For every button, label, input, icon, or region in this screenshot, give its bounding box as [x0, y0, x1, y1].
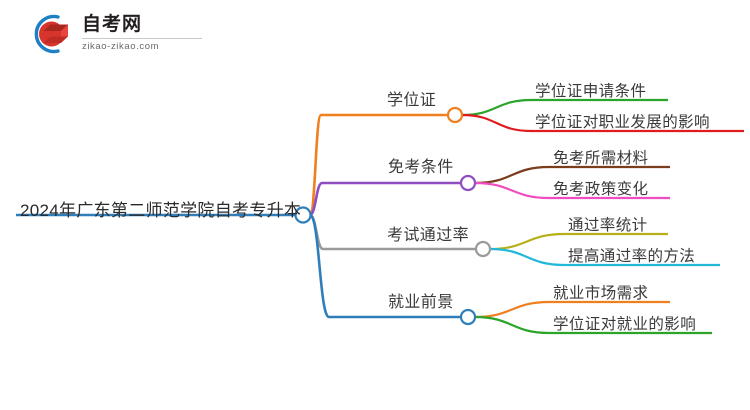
logo-divider	[82, 38, 202, 39]
branch-connector-3	[308, 213, 331, 319]
leaf-connector-2-1	[488, 247, 566, 267]
leaf-connector-3-0	[473, 300, 551, 319]
leaf-connector-1-0	[473, 165, 551, 185]
leaf-connector-3-1	[473, 315, 551, 335]
root-node[interactable]	[294, 206, 312, 224]
leaf-label-2-0: 通过率统计	[568, 217, 648, 234]
branch-node-0[interactable]	[446, 106, 464, 124]
branch-label-3: 就业前景	[388, 294, 454, 311]
leaf-connector-1-1	[473, 181, 551, 200]
logo-domain: zikao-zikao.com	[82, 41, 160, 52]
leaf-label-1-1: 免考政策变化	[553, 181, 649, 198]
leaf-label-3-1: 学位证对就业的影响	[553, 316, 697, 333]
branch-label-0: 学位证	[387, 92, 437, 109]
leaf-connector-0-0	[460, 98, 533, 117]
root-node-label: 2024年广东第二师范学院自考专升本	[20, 201, 302, 220]
branch-node-2[interactable]	[474, 240, 492, 258]
leaf-label-0-0: 学位证申请条件	[535, 83, 647, 100]
leaf-connector-2-0	[488, 232, 566, 251]
branch-node-3[interactable]	[459, 308, 477, 326]
leaf-connector-0-1	[460, 113, 533, 133]
leaf-label-3-0: 就业市场需求	[553, 285, 649, 302]
logo-title: 自考网	[82, 14, 143, 35]
graduation-book-icon	[28, 12, 74, 56]
branch-node-1[interactable]	[459, 174, 477, 192]
leaf-label-2-1: 提高通过率的方法	[568, 248, 696, 265]
site-logo: 自考网 zikao-zikao.com	[28, 12, 208, 58]
branch-label-2: 考试通过率	[387, 227, 470, 244]
branch-label-1: 免考条件	[388, 159, 454, 176]
leaf-label-1-0: 免考所需材料	[553, 150, 649, 167]
leaf-label-0-1: 学位证对职业发展的影响	[535, 114, 710, 131]
